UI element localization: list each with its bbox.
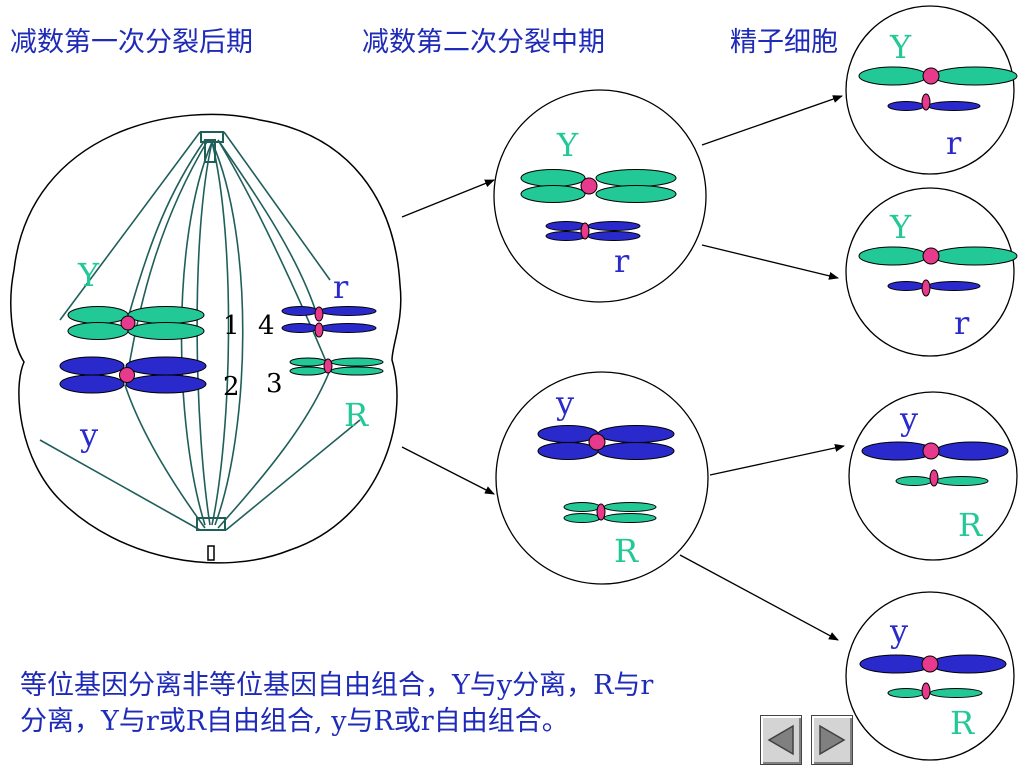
label-big-y: y <box>79 416 98 454</box>
mid2-big-label: y <box>555 384 574 422</box>
middle-cell-2: y R <box>495 371 709 585</box>
arrows <box>401 95 845 641</box>
sperm3-big-label: y <box>899 400 918 438</box>
summary-line-2: 分离，Y与r或R自由组合, y与R或r自由组合。 <box>20 706 569 737</box>
sperm1-big-label: Y <box>889 28 912 66</box>
mid1-big-label: Y <box>556 126 579 164</box>
sperm1-small-label: r <box>946 124 962 162</box>
label-big-R: R <box>344 396 369 434</box>
sperm3-small-label: R <box>958 506 983 544</box>
chromosome-R <box>289 357 384 376</box>
chromosome-y <box>59 356 207 394</box>
big-cell: Y y r R 1 2 3 4 <box>10 113 402 564</box>
mid2-small-label: R <box>614 532 639 570</box>
number-4: 4 <box>258 311 275 341</box>
header-stage2: 减数第二次分裂中期 <box>362 27 605 58</box>
prev-button[interactable] <box>760 715 802 765</box>
number-3: 3 <box>266 369 283 399</box>
triangle-right-icon <box>819 724 846 756</box>
cell-membrane <box>10 113 402 564</box>
centriole-bottom <box>196 517 226 531</box>
middle-cell-1: Y r <box>493 89 707 303</box>
sperm2-big-label: Y <box>889 208 912 246</box>
header-stage1: 减数第一次分裂后期 <box>10 27 253 58</box>
mid1-small-label: r <box>614 242 630 280</box>
sperm-cell-4: y R <box>845 591 1015 761</box>
sperm2-small-label: r <box>954 304 970 342</box>
number-1: 1 <box>223 311 240 341</box>
sperm-cell-1: Y r <box>845 5 1018 175</box>
chromosome-Y <box>67 306 205 340</box>
chromosome-r <box>281 306 377 338</box>
sperm4-small-label: R <box>950 704 975 742</box>
sperm4-big-label: y <box>889 612 908 650</box>
label-big-r: r <box>333 268 349 306</box>
header-stage3: 精子细胞 <box>730 27 838 58</box>
centriole-top <box>200 131 224 143</box>
next-button[interactable] <box>811 715 853 765</box>
triangle-left-icon <box>767 724 794 756</box>
sperm-cell-2: Y r <box>845 187 1018 357</box>
number-2: 2 <box>223 372 240 402</box>
summary-text: 等位基因分离非等位基因自由组合，Y与y分离，R与r 分离，Y与r或R自由组合, … <box>20 668 820 740</box>
label-big-Y: Y <box>77 256 100 294</box>
sperm-cell-3: y R <box>848 391 1018 561</box>
summary-line-1: 等位基因分离非等位基因自由组合，Y与y分离，R与r <box>20 670 654 701</box>
